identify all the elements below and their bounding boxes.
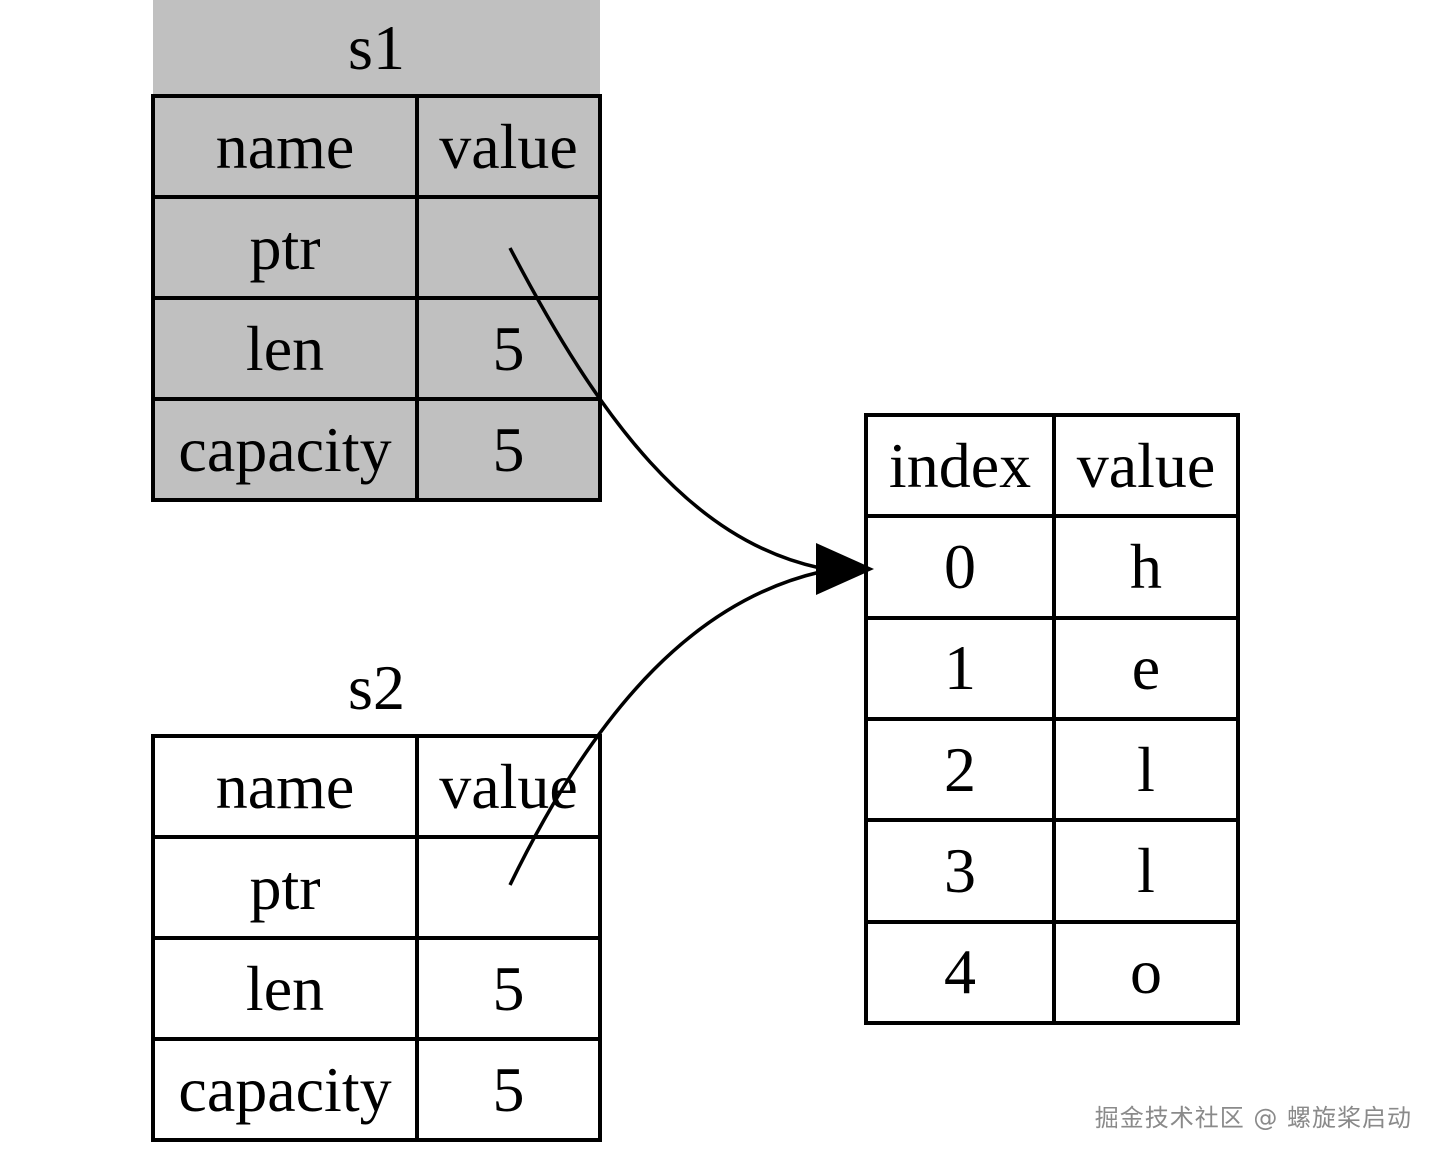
s2-capacity-name: capacity <box>151 1037 419 1142</box>
s2-ptr-name: ptr <box>151 835 419 940</box>
s2-ptr-value <box>415 835 602 940</box>
heap-header-index: index <box>864 412 1056 519</box>
heap-index-2: 2 <box>864 716 1056 823</box>
s1-title: s1 <box>348 12 405 83</box>
heap-row-2: 2 l <box>864 716 1240 823</box>
s1-ptr-name: ptr <box>151 195 419 300</box>
s1-header-name: name <box>151 94 419 199</box>
heap-value-4: o <box>1052 919 1240 1026</box>
s2-row-ptr: ptr <box>151 835 602 940</box>
s1-len-name: len <box>151 296 419 401</box>
s1-ptr-value <box>415 195 602 300</box>
s2-table: name value ptr len 5 capacity 5 <box>151 734 602 1142</box>
heap-header-row: index value <box>864 412 1240 519</box>
heap-index-0: 0 <box>864 514 1056 620</box>
s1-row-ptr: ptr <box>151 195 602 300</box>
s1-capacity-value: 5 <box>415 397 602 502</box>
s2-header-row: name value <box>151 734 602 839</box>
s1-table: name value ptr len 5 capacity 5 <box>151 94 602 502</box>
s1-capacity-name: capacity <box>151 397 419 502</box>
s1-len-value: 5 <box>415 296 602 401</box>
heap-value-0: h <box>1052 514 1240 620</box>
heap-row-0: 0 h <box>864 514 1240 620</box>
s2-row-capacity: capacity 5 <box>151 1037 602 1142</box>
s2-header-value: value <box>415 734 602 839</box>
s2-title: s2 <box>348 652 405 723</box>
heap-index-4: 4 <box>864 919 1056 1026</box>
s2-row-len: len 5 <box>151 936 602 1041</box>
heap-row-1: 1 e <box>864 615 1240 721</box>
s2-len-name: len <box>151 936 419 1041</box>
heap-value-3: l <box>1052 818 1240 924</box>
heap-index-1: 1 <box>864 615 1056 721</box>
s2-capacity-value: 5 <box>415 1037 602 1142</box>
heap-value-1: e <box>1052 615 1240 721</box>
heap-header-value: value <box>1052 412 1240 519</box>
s1-title-background <box>153 0 600 96</box>
s2-header-name: name <box>151 734 419 839</box>
s1-header-row: name value <box>151 94 602 199</box>
heap-row-4: 4 o <box>864 919 1240 1026</box>
heap-table: index value 0 h 1 e 2 l 3 l 4 o <box>864 412 1240 1026</box>
heap-value-2: l <box>1052 716 1240 823</box>
s1-header-value: value <box>415 94 602 199</box>
heap-index-3: 3 <box>864 818 1056 924</box>
s1-row-capacity: capacity 5 <box>151 397 602 502</box>
heap-row-3: 3 l <box>864 818 1240 924</box>
watermark: 掘金技术社区 @ 螺旋桨启动 <box>1094 1104 1412 1132</box>
s1-row-len: len 5 <box>151 296 602 401</box>
s2-len-value: 5 <box>415 936 602 1041</box>
